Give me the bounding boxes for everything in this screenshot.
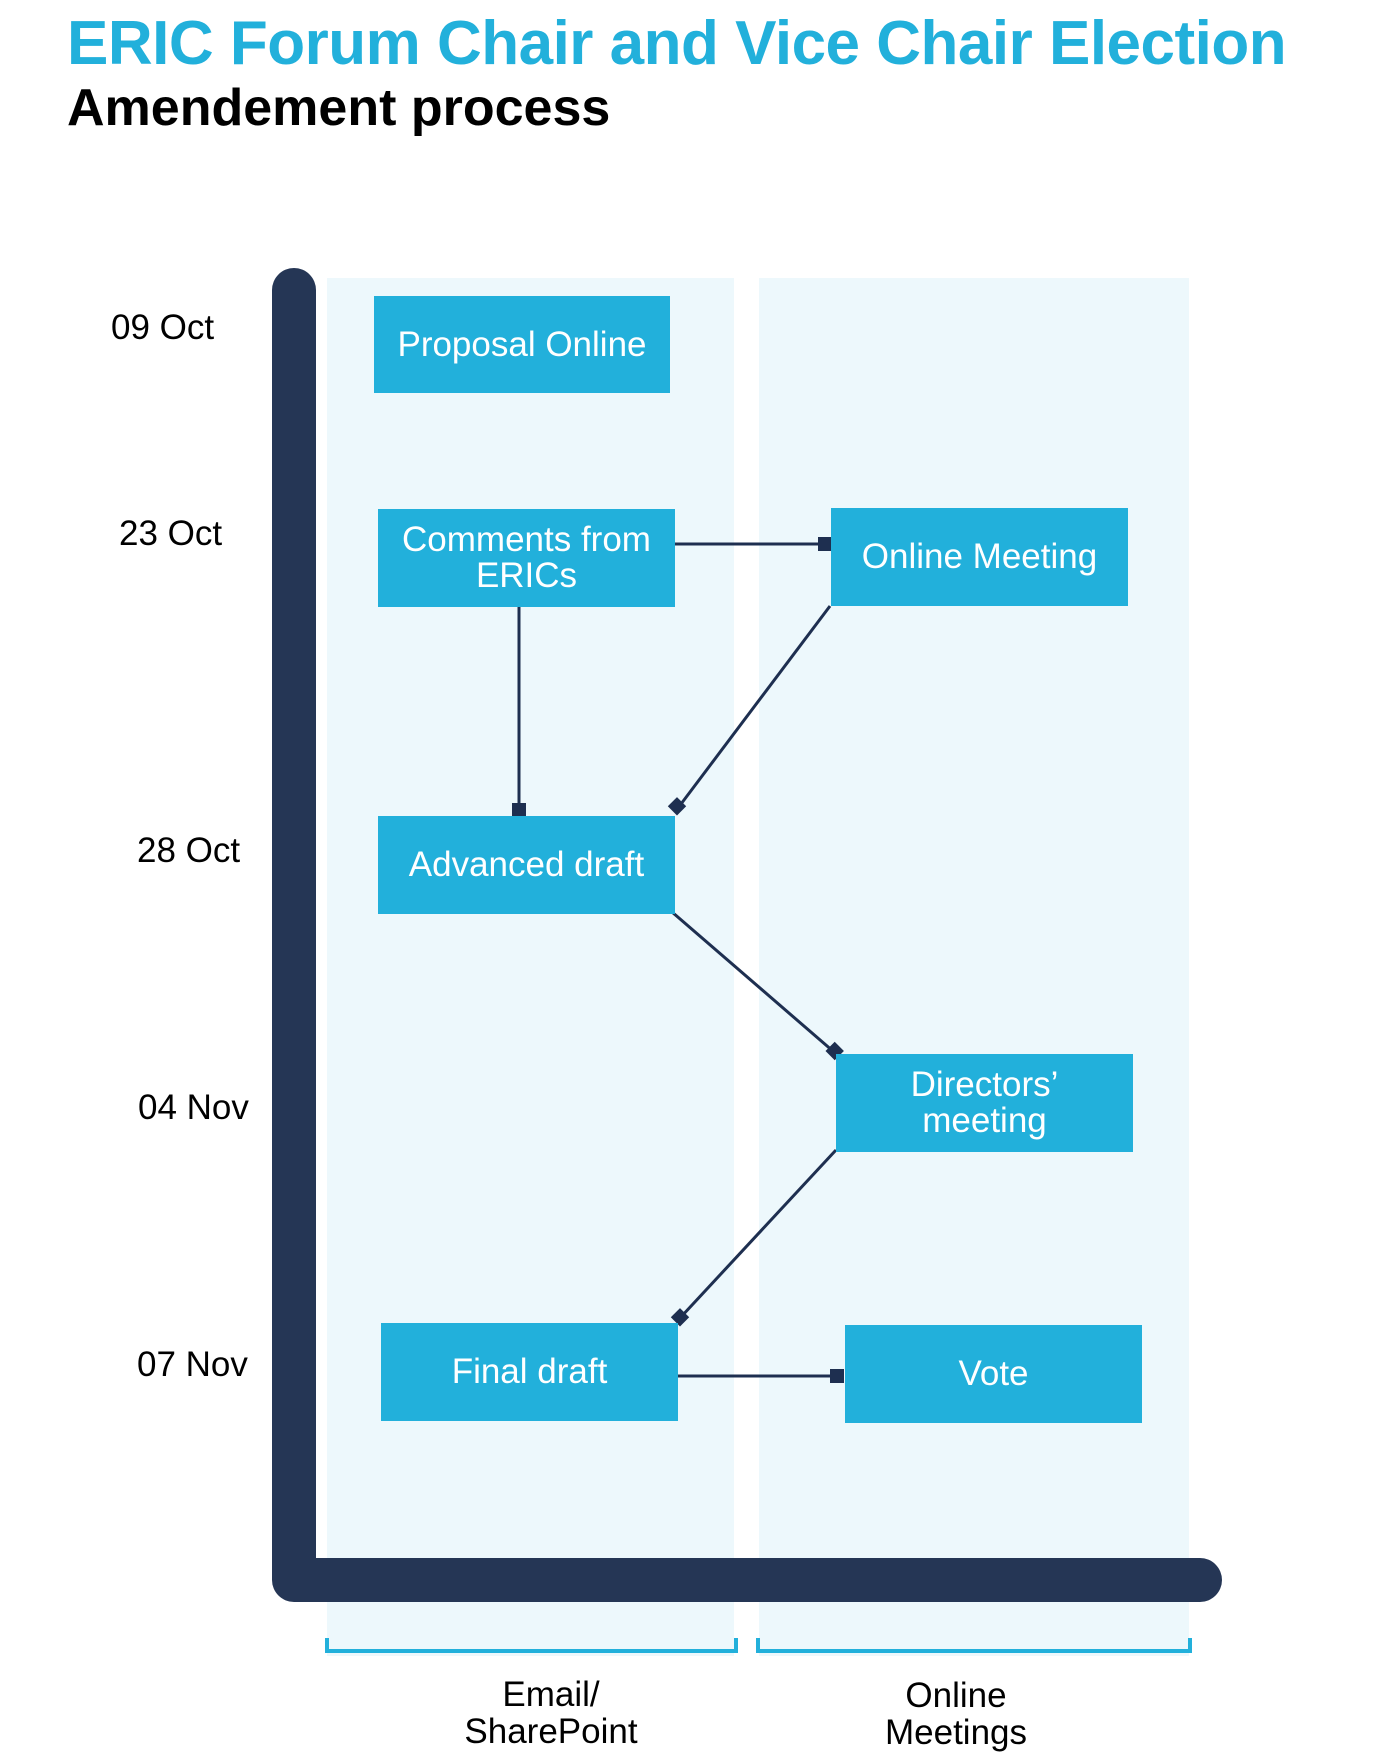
connector-directors-to-final <box>678 1148 838 1320</box>
connector-meeting-to-advanced <box>676 605 832 809</box>
diagram-subtitle: Amendement process <box>67 79 611 137</box>
date-label-4: 04 Nov <box>138 1088 249 1127</box>
connector-advanced-to-directors <box>671 910 835 1054</box>
date-label-1: 09 Oct <box>111 308 215 347</box>
marker-square-online-meeting <box>818 537 832 551</box>
lane-label-email-sharepoint: Email/ SharePoint <box>464 1675 638 1751</box>
date-label-3: 28 Oct <box>137 831 241 870</box>
marker-square-advanced-draft <box>512 803 526 817</box>
timeline-axis <box>272 268 1222 1602</box>
lane-online-meetings <box>759 278 1189 1656</box>
box-directors-meeting: Directors’ meeting <box>836 1054 1133 1152</box>
lane-email-sharepoint <box>327 278 734 1656</box>
lane-bracket-online-meetings <box>756 1638 1192 1653</box>
box-online-meeting: Online Meeting <box>831 508 1128 606</box>
marker-square-vote <box>830 1369 844 1383</box>
connectors <box>517 542 838 1378</box>
box-final-draft: Final draft <box>381 1323 678 1421</box>
lane-label-online-meetings: Online Meetings <box>884 1676 1028 1752</box>
box-proposal-online: Proposal Online <box>374 296 670 393</box>
lane-bracket-email-sharepoint <box>325 1638 738 1653</box>
date-label-2: 23 Oct <box>119 514 223 553</box>
box-comments-from-erics: Comments from ERICs <box>378 509 675 607</box>
marker-diamond-advanced-draft <box>667 797 687 816</box>
date-label-5: 07 Nov <box>137 1345 248 1384</box>
marker-diamond-final-draft <box>670 1308 690 1327</box>
box-advanced-draft: Advanced draft <box>378 816 675 914</box>
diagram-title: ERIC Forum Chair and Vice Chair Election <box>67 9 1287 78</box>
box-vote: Vote <box>845 1325 1142 1423</box>
